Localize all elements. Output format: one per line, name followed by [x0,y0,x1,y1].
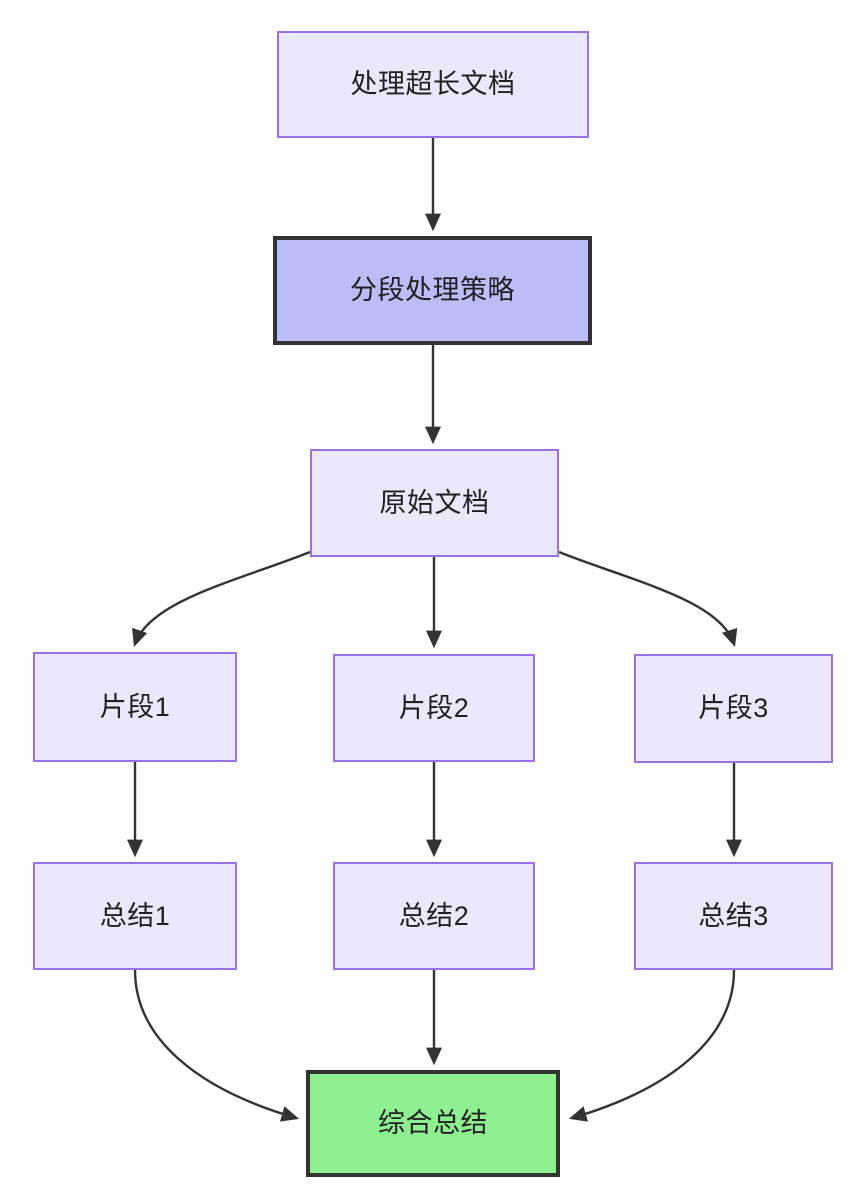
node-chunk-2[interactable]: 片段2 [333,654,535,762]
node-summary-2-label: 总结2 [398,900,470,931]
node-chunk-3-label: 片段3 [698,693,769,724]
node-chunk-3[interactable]: 片段3 [634,654,833,763]
node-strategy[interactable]: 分段处理策略 [273,236,592,345]
node-summary-1[interactable]: 总结1 [33,862,237,970]
node-chunk-1[interactable]: 片段1 [33,652,237,762]
node-final-summary-label: 综合总结 [378,1108,488,1139]
node-source-doc[interactable]: 原始文档 [310,449,559,557]
node-summary-1-label: 总结1 [99,900,171,931]
node-summary-3[interactable]: 总结3 [634,862,833,970]
node-strategy-label: 分段处理策略 [350,275,515,306]
node-chunk-2-label: 片段2 [398,692,470,723]
edge-summary-3-to-final [568,969,736,1122]
node-final-summary[interactable]: 综合总结 [306,1070,560,1177]
node-source-doc-label: 原始文档 [379,487,490,518]
edge-source-doc-to-chunk-3 [558,550,738,648]
node-long-doc[interactable]: 处理超长文档 [277,31,589,138]
node-long-doc-label: 处理超长文档 [350,69,516,100]
node-chunk-1-label: 片段1 [99,691,171,722]
edge-summary-1-to-final [133,969,300,1122]
edge-source-doc-to-chunk-1 [132,550,311,648]
node-summary-3-label: 总结3 [698,900,769,931]
node-summary-2[interactable]: 总结2 [333,862,535,970]
